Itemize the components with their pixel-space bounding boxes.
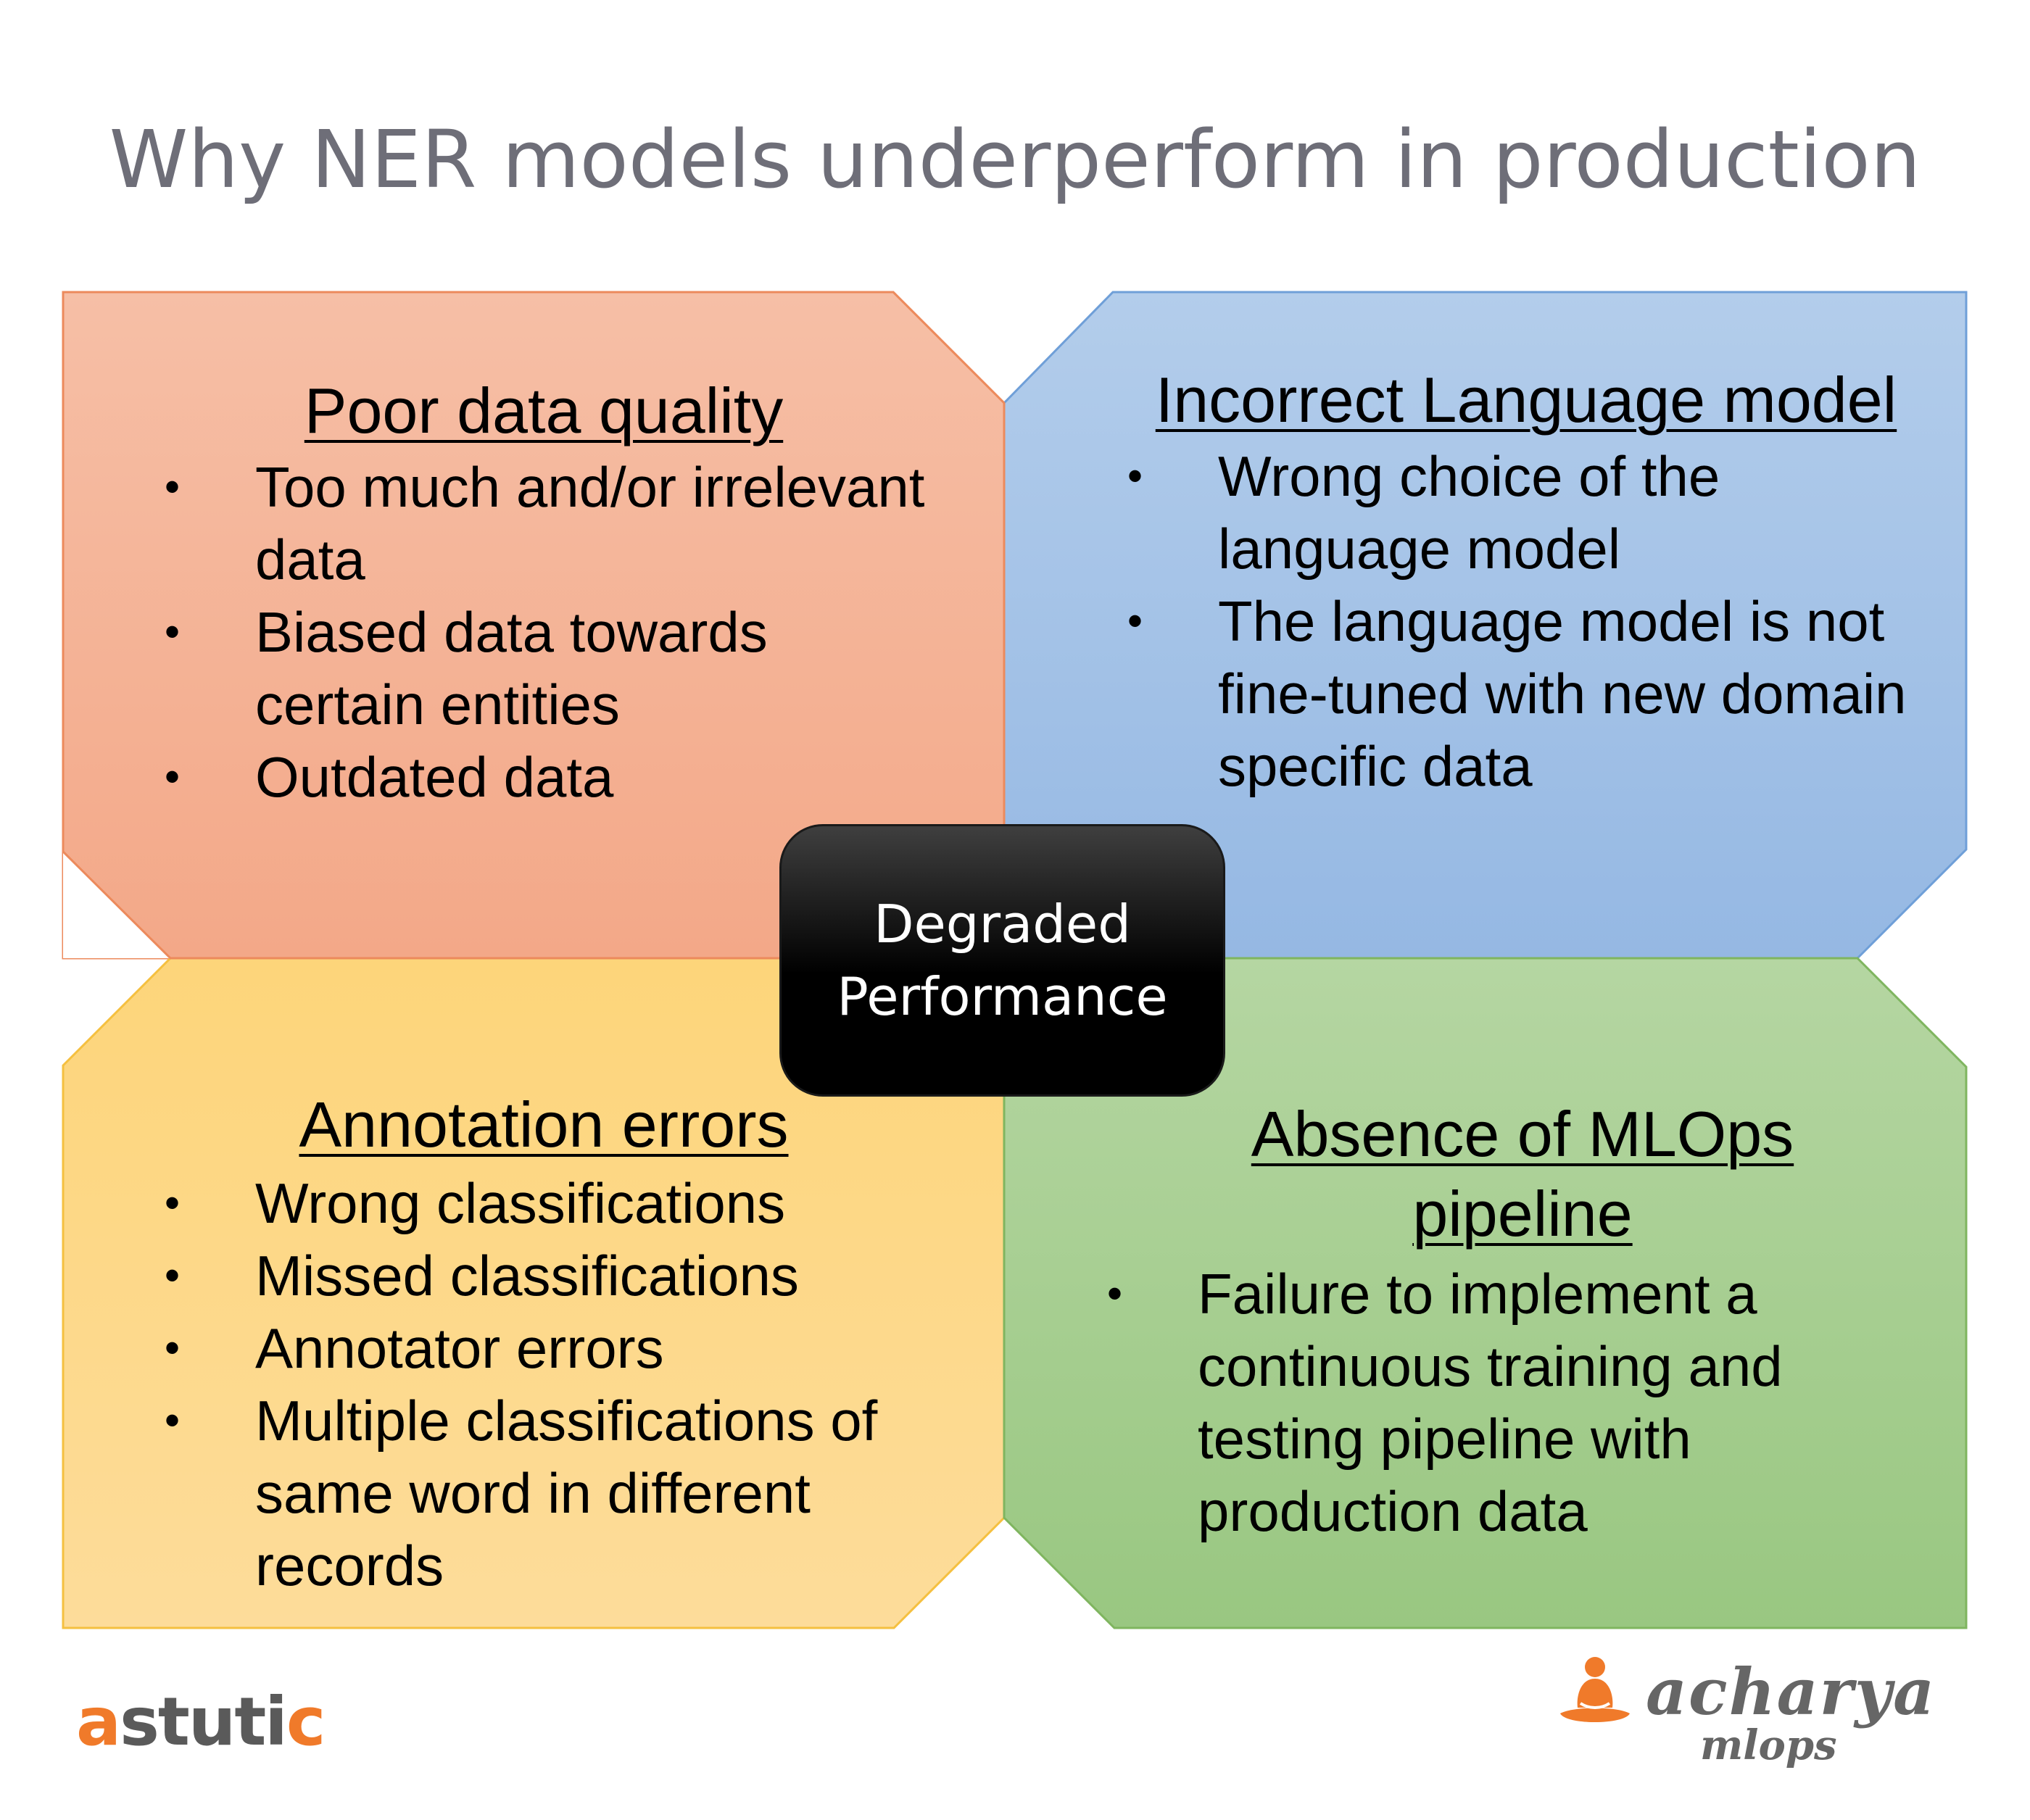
list-item: •The language model is not fine-tuned wi… [1127,589,1907,798]
list-item: •Too much and/or irrelevant data [165,455,925,591]
mlops-wordmark: mlops [1700,1721,1837,1769]
quadrant-annotation-errors: Annotation errors [145,1085,942,1165]
center-label: Degraded Performance [837,894,1168,1027]
quadrant-list: •Failure to implement a continuous train… [1107,1258,1923,1547]
list-item: •Multiple classifications of same word i… [165,1389,878,1597]
quadrant-absence-of-mlops-shape [1003,957,1968,1629]
page-title: Why NER models underperform in productio… [109,113,1921,206]
list-item: •Annotator errors [165,1316,664,1380]
quadrant-list: •Wrong classifications •Missed classific… [165,1167,980,1602]
quadrant-incorrect-language-model: Incorrect Language model [1091,360,1961,440]
quadrant-heading: Incorrect Language model [1155,364,1897,436]
center-node-degraded-performance: Degraded Performance [779,824,1225,1097]
quadrant-list: •Wrong choice of the language model •The… [1127,440,1943,802]
quadrant-heading: Annotation errors [299,1089,789,1160]
quadrant-poor-data-quality: Poor data quality [145,371,942,451]
quadrant-heading: Absence of MLOps pipeline [1251,1098,1794,1250]
list-item: •Wrong choice of the language model [1127,444,1720,581]
acharya-wordmark: acharya [1646,1654,1936,1729]
astutic-logo: astutic [76,1683,326,1761]
quadrant-list: •Too much and/or irrelevant data •Biased… [165,451,944,813]
list-item: •Wrong classifications [165,1171,786,1235]
list-item: •Failure to implement a continuous train… [1107,1262,1783,1543]
list-item: •Outdated data [165,745,614,809]
meditating-figure-icon [1560,1657,1630,1722]
quadrant-heading: Poor data quality [304,375,784,446]
list-item: •Missed classifications [165,1244,799,1308]
acharya-mlops-logo: acharya mlops [1552,1645,1934,1790]
list-item: •Biased data towards certain entities [165,600,768,736]
quadrant-absence-of-mlops: Absence of MLOps pipeline [1204,1094,1842,1254]
